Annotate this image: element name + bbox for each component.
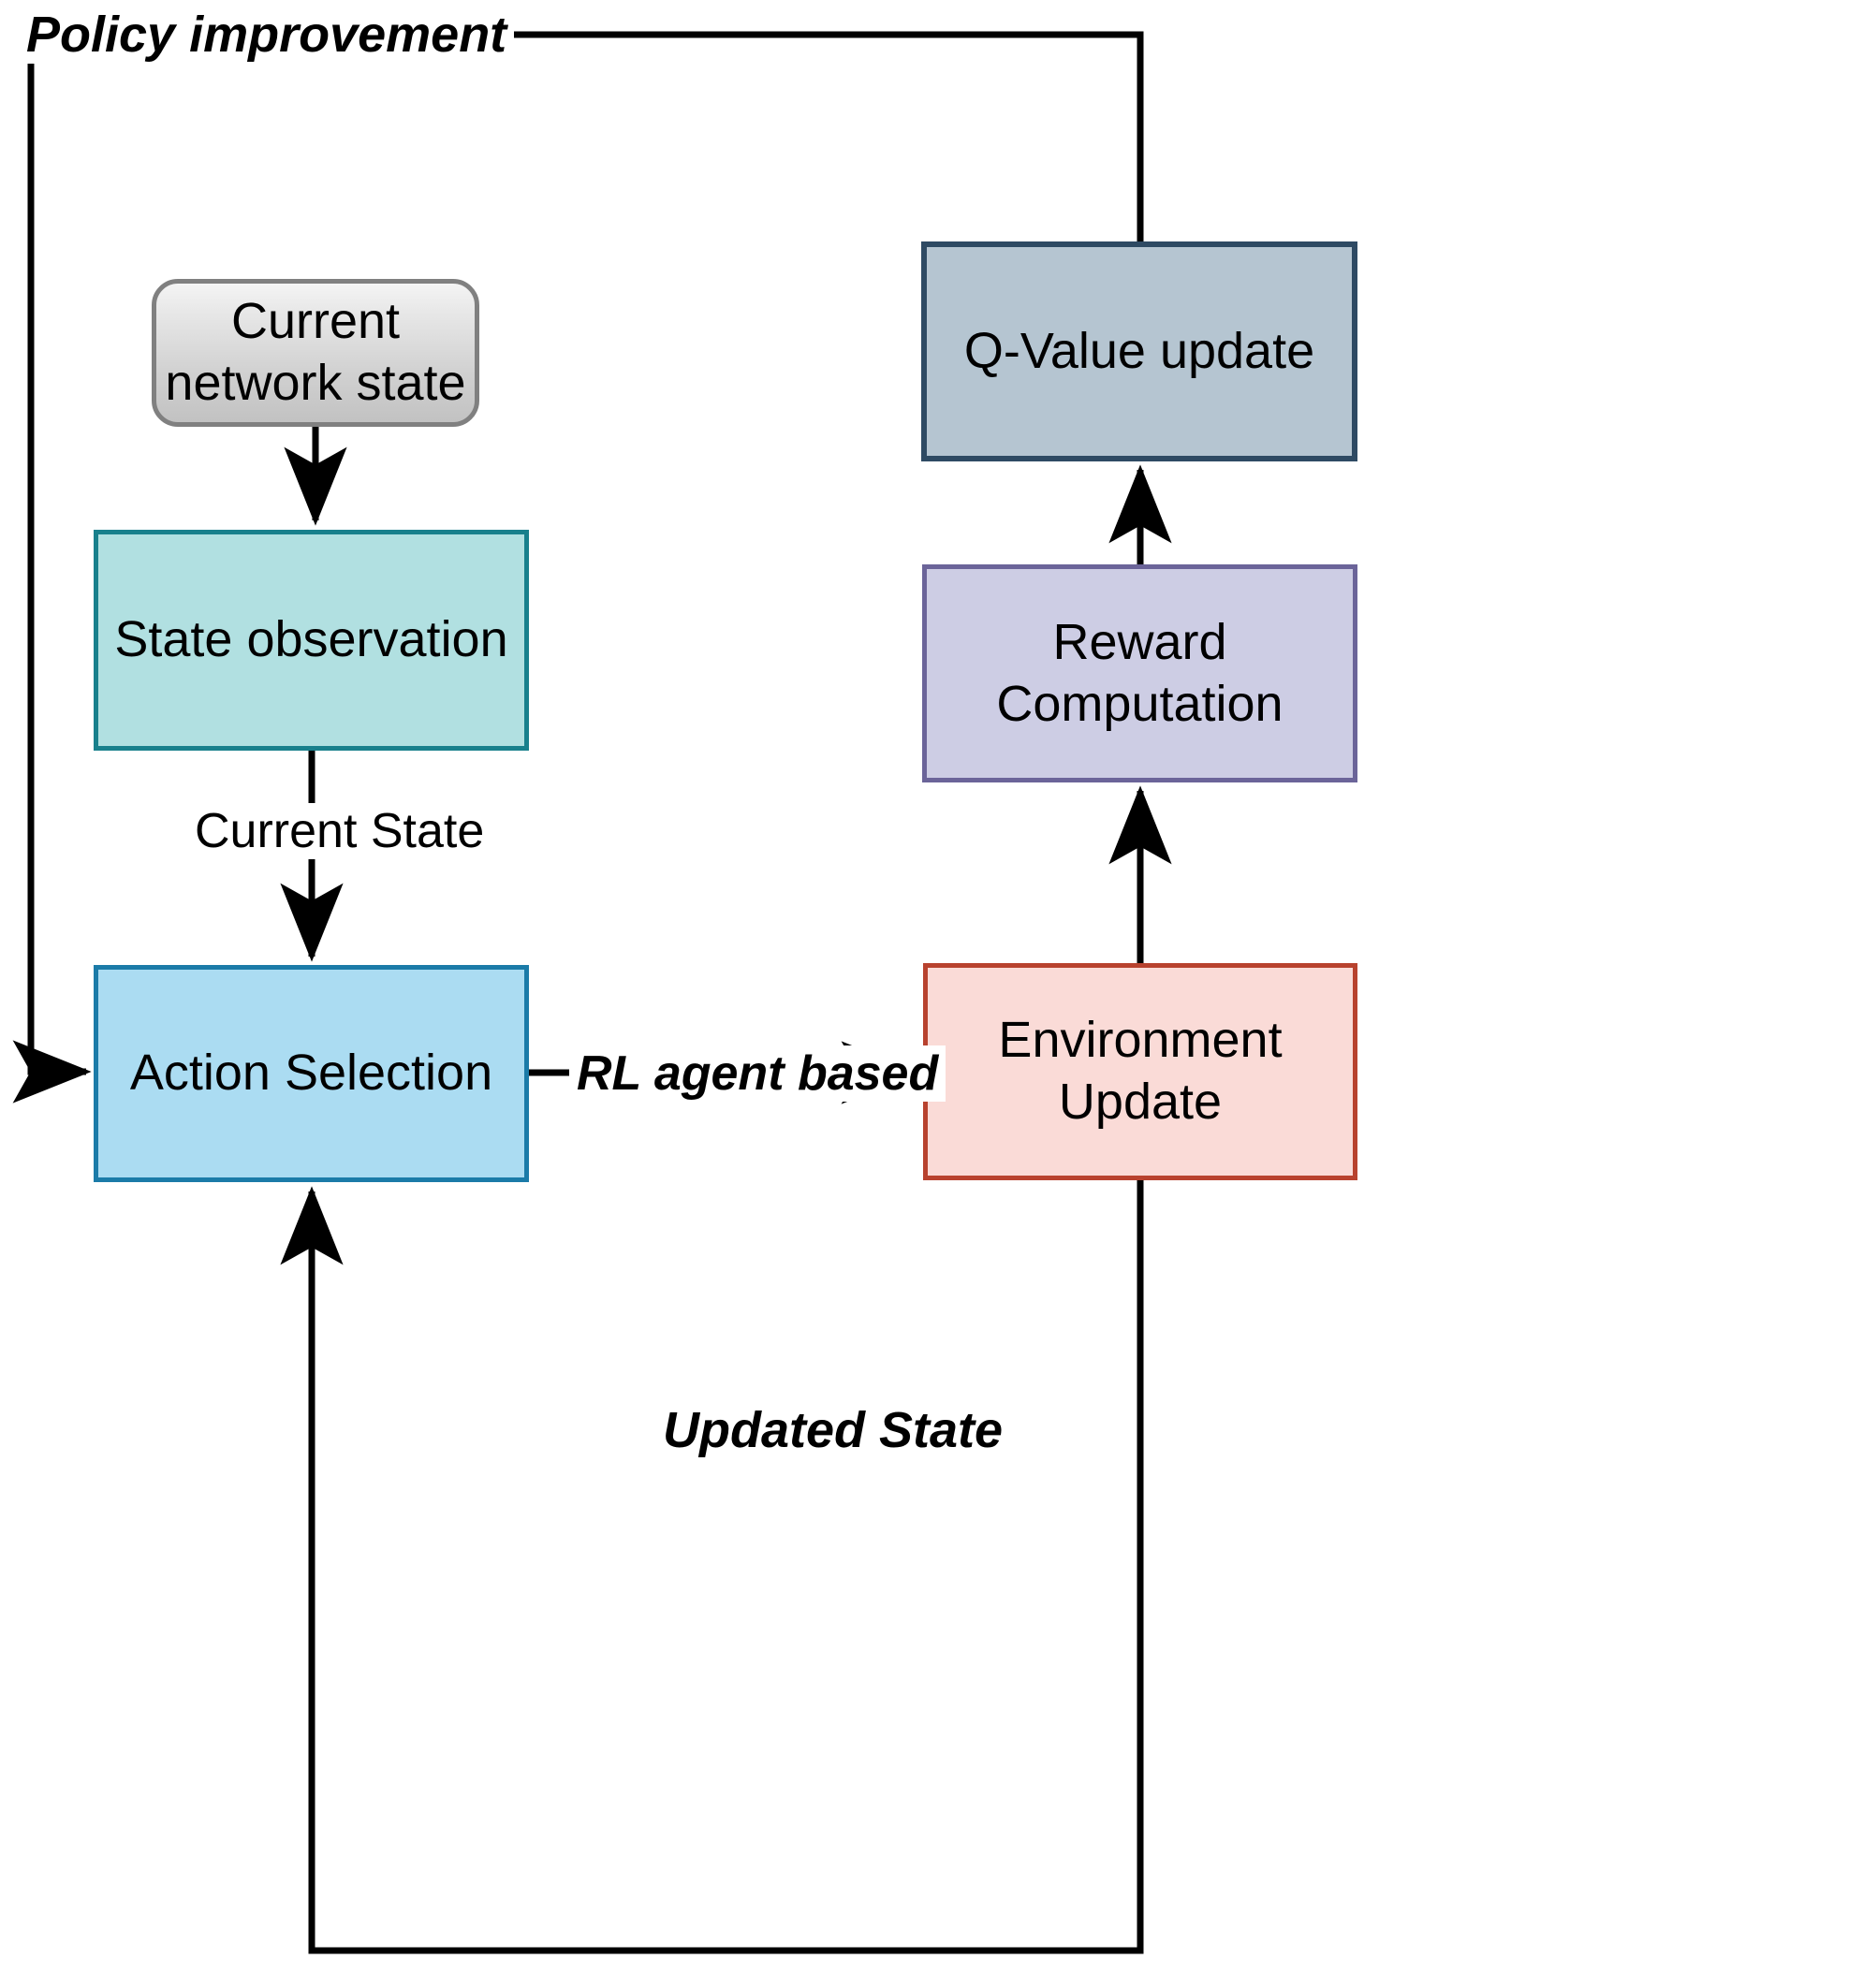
node-state-observation[interactable]: State observation <box>94 530 529 751</box>
edge-environment-update-to-action-selection <box>280 1180 1144 1954</box>
edge-label-updated-state: Updated State <box>655 1401 1011 1459</box>
node-action-selection[interactable]: Action Selection <box>94 965 529 1182</box>
node-q-value-update[interactable]: Q-Value update <box>921 241 1357 461</box>
edge-label-rl-agent-based: RL agent based <box>569 1045 946 1102</box>
edge-label-policy-improvement: Policy improvement <box>19 6 515 64</box>
node-environment-update[interactable]: Environment Update <box>923 963 1357 1180</box>
node-current-network-state[interactable]: Current network state <box>152 279 479 427</box>
edge-label-current-state: Current State <box>187 803 492 859</box>
node-reward-computation[interactable]: Reward Computation <box>922 564 1357 782</box>
